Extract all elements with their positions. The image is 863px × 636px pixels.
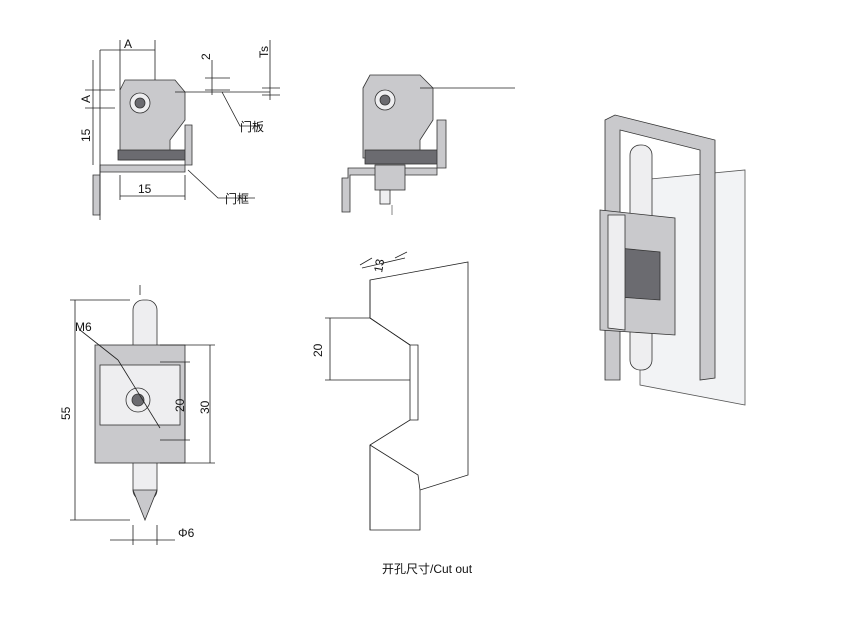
- dim-a-side: A: [79, 95, 93, 103]
- dim-55: 55: [59, 406, 73, 420]
- dim-20-cutout: 20: [311, 343, 325, 357]
- dim-30: 30: [198, 400, 212, 414]
- dim-phi6: Φ6: [178, 526, 195, 540]
- dim-15-vertical: 15: [79, 128, 93, 142]
- label-door-panel: 门板: [240, 119, 264, 134]
- dim-20: 20: [173, 398, 187, 412]
- front-view-dimensioned: M6 55 20 30 Φ6: [59, 285, 215, 545]
- side-view-dimensioned: A 2 Ts A 15 门板 15 门框: [79, 37, 280, 220]
- dim-ts: Ts: [257, 46, 271, 58]
- dim-m6: M6: [75, 320, 92, 334]
- hinge-3d-render: [599, 114, 746, 406]
- cutout-caption: 开孔尺寸/Cut out: [382, 562, 473, 576]
- label-door-frame: 门框: [225, 191, 249, 206]
- dim-13: 13: [371, 258, 387, 274]
- dim-a-top: A: [124, 37, 132, 51]
- dim-15-horizontal: 15: [138, 182, 152, 196]
- cutout-view: 13 20 开孔尺寸/Cut out: [311, 251, 473, 576]
- side-view-plain: [341, 74, 515, 215]
- dim-2: 2: [199, 53, 213, 60]
